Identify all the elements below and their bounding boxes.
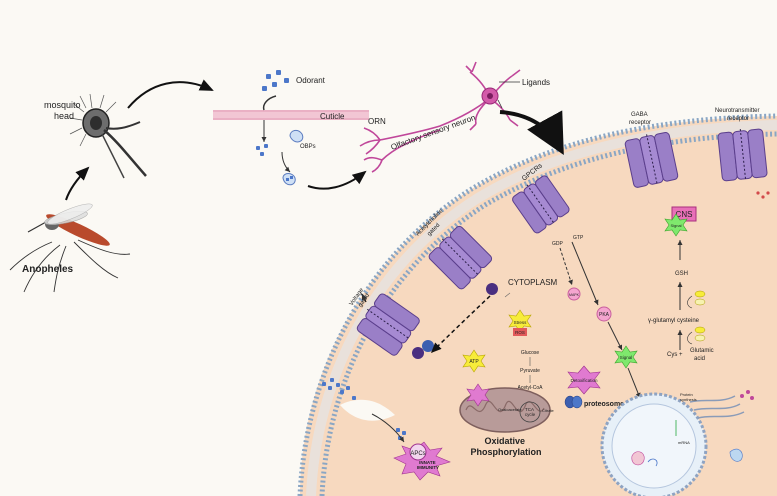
proteosome-illustration bbox=[564, 395, 583, 409]
arrow-dashed-ach-to-voltage bbox=[430, 295, 491, 354]
arrow-signal-to-nucleus bbox=[627, 367, 641, 399]
apcs-node bbox=[409, 443, 427, 461]
pka-label: PKA bbox=[599, 312, 610, 318]
mapk-node bbox=[567, 287, 581, 301]
ligands-label: Ligands bbox=[522, 78, 550, 87]
glutamyl-cysteine-label: γ-glutamyl cysteine bbox=[648, 318, 700, 324]
cuticle-label: Cuticle bbox=[320, 112, 345, 121]
detoxification-label: Detoxification bbox=[570, 378, 598, 383]
obps-protein bbox=[289, 129, 304, 143]
oxidative-phosphorylation-label: Oxidative Phosphorylation bbox=[470, 436, 541, 457]
odorant-molecules-inside bbox=[256, 144, 268, 156]
cns-label: CNS bbox=[676, 210, 693, 219]
cytoplasm-pointer bbox=[504, 292, 511, 298]
ribosomes bbox=[740, 390, 754, 400]
citrate-label: Citrate bbox=[542, 408, 555, 413]
neurotransmitter-receptor-channel bbox=[717, 128, 768, 182]
atp-star bbox=[462, 349, 486, 373]
mosquito-head-illustration bbox=[69, 93, 147, 179]
arrow-obps-binding bbox=[281, 151, 291, 173]
orn-label: ORN bbox=[368, 117, 386, 126]
cuticle-layer bbox=[213, 110, 369, 120]
atp-label: ATP bbox=[469, 359, 479, 365]
signal-star-lower bbox=[614, 345, 638, 369]
ros-label: ROS bbox=[515, 330, 525, 335]
gsh-label: GSH bbox=[675, 271, 688, 277]
tca-cycle bbox=[519, 401, 541, 423]
obp-odorant-complex bbox=[282, 173, 296, 186]
anopheles-mosquito-illustration bbox=[9, 203, 131, 293]
glutamic-acid-label: Glutamic acid bbox=[690, 348, 715, 362]
detoxification-star bbox=[567, 365, 601, 395]
arrow-voltage-gated bbox=[361, 293, 368, 303]
anopheles-label: Anopheles bbox=[22, 264, 74, 275]
arrow-gpcr-to-pka bbox=[571, 241, 599, 306]
oxaloacetate-label: Oxaloacetate bbox=[498, 407, 522, 412]
arrow-pka-to-signal bbox=[607, 321, 623, 351]
arrow-immune-to-apcs bbox=[371, 413, 405, 443]
cell-membrane-inner bbox=[319, 131, 777, 496]
obps-label: OBPs bbox=[300, 144, 316, 150]
vesicle-small bbox=[729, 448, 743, 462]
gaba-receptor-channel bbox=[624, 131, 679, 188]
arrow-head-to-odorant bbox=[127, 79, 214, 109]
node-voltage-2 bbox=[422, 340, 434, 352]
neuron-nucleus bbox=[487, 93, 493, 99]
membrane-core bbox=[306, 120, 777, 496]
odorant-molecules bbox=[262, 70, 289, 91]
pka-node bbox=[596, 306, 612, 322]
gaba-receptor-label: GABA receptor bbox=[629, 112, 651, 126]
protein-synthesis-label: Protein synthesis bbox=[680, 392, 697, 402]
arrow-anopheles-to-head bbox=[65, 166, 90, 201]
ros-box bbox=[513, 328, 527, 336]
arrow-complex-to-neuron bbox=[307, 170, 367, 190]
tca-cycle-label: TCA cycle bbox=[525, 407, 536, 417]
mapk-label: MAPK bbox=[569, 293, 580, 297]
arrow-neuron-to-cell bbox=[499, 110, 564, 156]
ligand-mark bbox=[497, 99, 503, 109]
cytoplasm-label: CYTOPLASM bbox=[508, 278, 558, 287]
mrna-label: mRNA bbox=[678, 440, 690, 445]
pyruvate-label: Pyruvate bbox=[520, 368, 540, 374]
neurotransmitter-receptor-label: Neurotransmitter receptor bbox=[715, 108, 761, 122]
neurotransmitter-molecules bbox=[756, 191, 770, 199]
mitochondria-pink-star bbox=[466, 383, 490, 407]
stress-label: Stress bbox=[514, 320, 528, 325]
signal-label-upper: Signal bbox=[670, 223, 681, 228]
innate-immunity-star bbox=[393, 441, 451, 481]
node-voltage-1 bbox=[412, 347, 424, 359]
signal-label-lower: Signal bbox=[620, 355, 633, 360]
cys-label: Cys + bbox=[667, 352, 683, 358]
innate-immunity-label: INNATE IMMUNITY bbox=[417, 460, 439, 470]
atp-adp-cycle-lower bbox=[687, 326, 706, 345]
odorant-label: Odorant bbox=[296, 76, 326, 85]
signal-star-upper bbox=[664, 213, 688, 237]
arrow-dashed-gpcr-to-mapk bbox=[559, 247, 573, 286]
glucose-label: Glucose bbox=[521, 350, 540, 356]
acetylcholine-gated-channel bbox=[428, 225, 493, 290]
voltage-gated-channel bbox=[356, 293, 420, 356]
apcs-label: APCs bbox=[410, 451, 425, 457]
proteosome-label: proteosome bbox=[584, 401, 624, 408]
gtp-label: GTP bbox=[573, 235, 584, 241]
nucleus bbox=[600, 392, 708, 496]
membrane-gap bbox=[340, 399, 395, 421]
mosquito-head-label: mosquito head bbox=[44, 100, 83, 121]
acetyl-coa-label: Acetyl-CoA bbox=[517, 385, 543, 391]
node-acetylcholine bbox=[486, 283, 498, 295]
atp-adp-cycle-upper bbox=[687, 290, 706, 309]
cuticle-pore bbox=[262, 95, 277, 111]
endoplasmic-reticulum bbox=[689, 395, 745, 419]
gdp-label: GDP bbox=[552, 241, 564, 247]
gpcrs-channel bbox=[512, 175, 570, 234]
